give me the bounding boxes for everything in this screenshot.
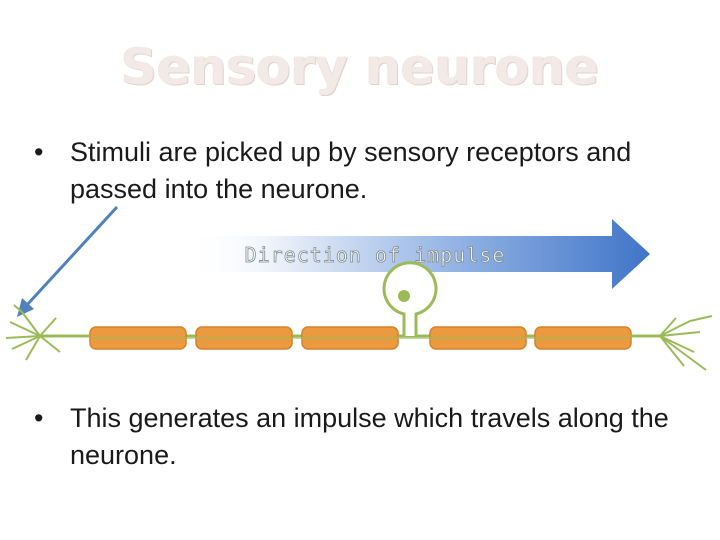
bullet-dot: • (34, 403, 44, 433)
bullet-impulse: • This generates an impulse which travel… (34, 400, 694, 474)
axon-terminals (630, 315, 713, 371)
bullet-text-2: This generates an impulse which travels … (70, 403, 669, 470)
cell-body (382, 261, 438, 336)
receptor-pointer-arrow (17, 205, 119, 317)
arrow-label: Direction of impulse (245, 243, 506, 267)
bullet-text-1: Stimuli are picked up by sensory recepto… (70, 137, 632, 204)
slide-title: Sensory neurone (121, 38, 599, 96)
receptor-dendrites (5, 304, 90, 361)
nucleus (398, 290, 410, 302)
bullet-dot: • (34, 137, 44, 167)
bullet-stimuli: • Stimuli are picked up by sensory recep… (34, 134, 694, 208)
myelin-sheath (89, 326, 632, 350)
impulse-direction-arrow (185, 219, 650, 289)
